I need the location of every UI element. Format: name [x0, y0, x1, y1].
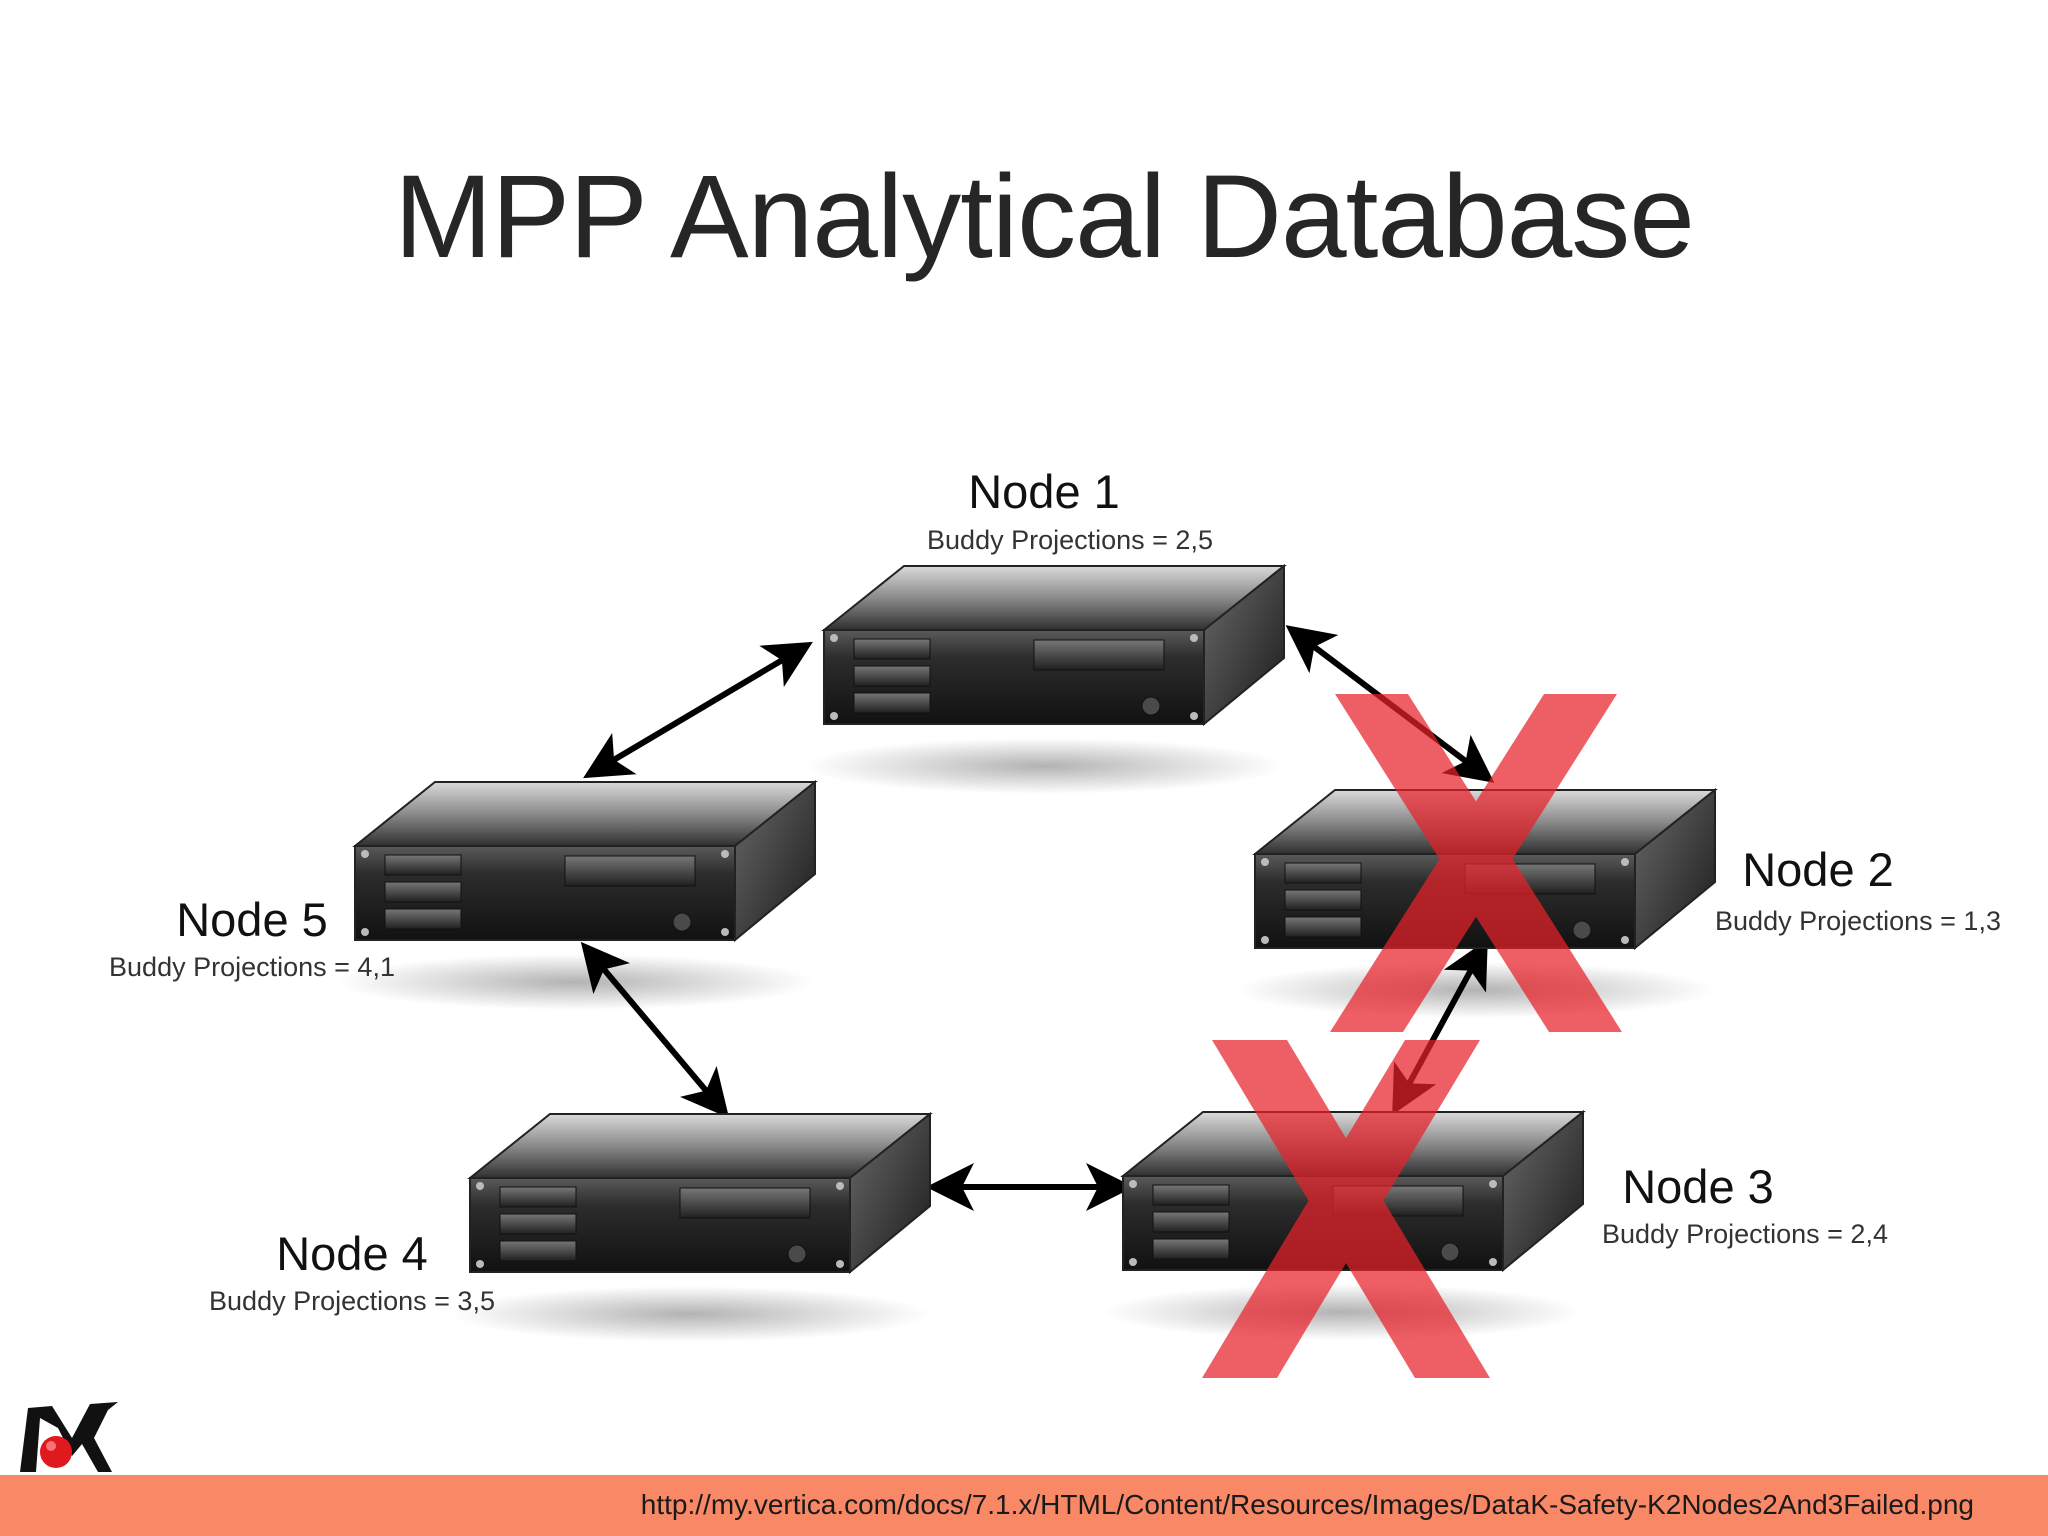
server-node-1 [804, 563, 1287, 794]
x-mark-icon-node-3 [1202, 1040, 1490, 1378]
link-node1-node5 [583, 641, 813, 779]
node-2-name: Node 2 [1742, 843, 1894, 896]
node-5-buddy: Buddy Projections = 4,1 [109, 952, 395, 982]
node-1-name: Node 1 [968, 465, 1120, 518]
node-3-name: Node 3 [1622, 1160, 1774, 1213]
footer-source-url: http://my.vertica.com/docs/7.1.x/HTML/Co… [640, 1489, 1974, 1520]
node-4-name: Node 4 [276, 1227, 428, 1280]
logo-icon [20, 1402, 118, 1472]
node-1-buddy: Buddy Projections = 2,5 [927, 525, 1213, 555]
server-node-5 [335, 779, 818, 1010]
node-4-buddy: Buddy Projections = 3,5 [209, 1286, 495, 1316]
footer-bar: http://my.vertica.com/docs/7.1.x/HTML/Co… [0, 1475, 2048, 1536]
node-3-buddy: Buddy Projections = 2,4 [1602, 1219, 1888, 1249]
node-5-name: Node 5 [176, 893, 328, 946]
x-mark-icon-node-2 [1330, 694, 1622, 1032]
node-2-buddy: Buddy Projections = 1,3 [1715, 906, 2001, 936]
slide-title: MPP Analytical Database [394, 151, 1695, 283]
server-node-4 [450, 1111, 933, 1342]
